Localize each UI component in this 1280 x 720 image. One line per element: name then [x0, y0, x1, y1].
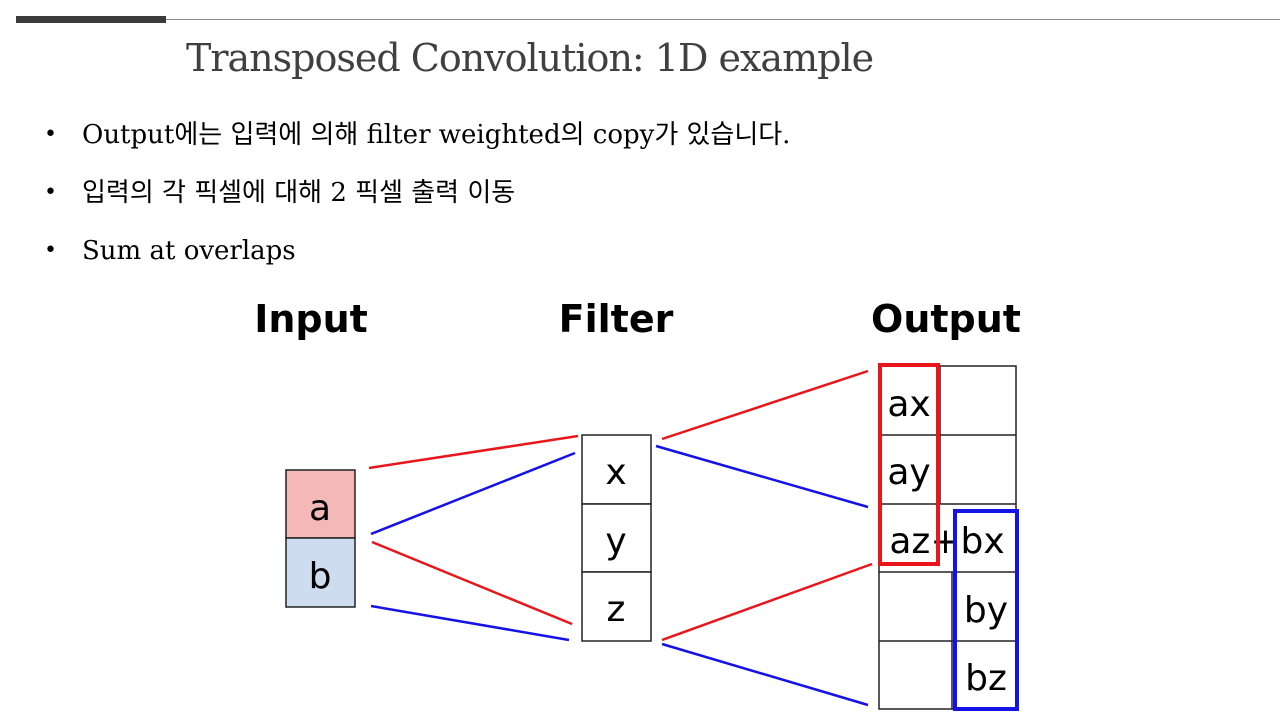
connector-a-to-filter-bottom [371, 540, 573, 626]
connector-filter-to-output-b-top [661, 562, 873, 642]
slide-title: Transposed Convolution: 1D example [186, 36, 874, 80]
filter-cell-x-label: x [605, 452, 626, 493]
input-cell-b-label: b [309, 556, 332, 597]
bullet-item: • 입력의 각 픽셀에 대해 2 픽셀 출력 이동 [44, 170, 790, 228]
input-cell-b [285, 537, 356, 608]
connector-b-to-filter-bottom [370, 604, 570, 642]
connector-filter-to-output-a-top [661, 369, 869, 441]
bullet-item: • Sum at overlaps [44, 228, 790, 286]
filter-header: Filter [559, 297, 674, 341]
filter-cell-y [581, 503, 652, 573]
bullet-dot-icon: • [44, 238, 57, 263]
connector-a-to-filter-top [368, 434, 579, 470]
bullet-dot-icon: • [44, 180, 57, 205]
connector-b-to-filter-top [370, 451, 576, 536]
output-cell-ay-label: ay [887, 452, 930, 493]
bullet-dot-icon: • [44, 122, 57, 147]
input-cell-a-label: a [309, 488, 331, 529]
output-cell-bz-label: bz [965, 658, 1007, 699]
filter-cell-y-label: y [605, 521, 626, 562]
bullet-list: • Output에는 입력에 의해 filter weighted의 copy가 … [44, 112, 790, 286]
connector-filter-to-output-b-bottom [661, 642, 869, 707]
output-a-highlight-box [878, 363, 940, 566]
bullet-item: • Output에는 입력에 의해 filter weighted의 copy가 … [44, 112, 790, 170]
top-accent-bar [16, 16, 166, 23]
filter-cell-z [581, 571, 652, 642]
connector-filter-to-output-a-bottom [655, 444, 869, 509]
bullet-text: Sum at overlaps [82, 236, 296, 266]
output-header: Output [871, 297, 1021, 341]
output-b-highlight-box [953, 509, 1019, 711]
output-cell-by-label: by [964, 590, 1008, 631]
output-cell-ax-label: ax [887, 384, 930, 425]
bullet-text: Output에는 입력에 의해 filter weighted의 copy가 있… [82, 120, 791, 150]
top-divider-line [166, 19, 1280, 20]
input-header: Input [254, 297, 368, 341]
bullet-text: 입력의 각 픽셀에 대해 2 픽셀 출력 이동 [82, 178, 516, 208]
output-cell-overlap-label: az+bx [889, 521, 1004, 562]
filter-cell-z-label: z [607, 589, 626, 630]
